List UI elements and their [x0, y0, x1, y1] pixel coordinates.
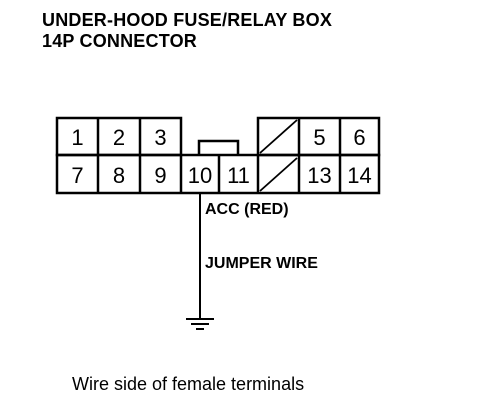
jumper-wire-label: JUMPER WIRE — [205, 255, 318, 272]
ground-symbol — [186, 318, 214, 330]
wire-color-label: ACC (RED) — [205, 201, 289, 218]
connector-housing — [55, 116, 381, 195]
pin-label: 14 — [347, 163, 371, 188]
view-caption: Wire side of female terminals — [72, 374, 305, 394]
pin-label: 6 — [353, 125, 365, 150]
pin-label: 11 — [227, 163, 250, 188]
blocked-cavities — [259, 119, 298, 192]
locking-tab — [197, 139, 240, 155]
pin-numbers: 1 2 3 5 6 7 8 9 10 11 13 14 — [71, 125, 371, 188]
diagram-title: UNDER-HOOD FUSE/RELAY BOX — [42, 10, 333, 30]
pin-label: 8 — [113, 163, 125, 188]
pin-label: 10 — [188, 163, 212, 188]
pin-label: 13 — [307, 163, 331, 188]
pin-label: 1 — [71, 125, 83, 150]
connector-subtitle: 14P CONNECTOR — [42, 31, 197, 51]
pin-label: 9 — [154, 163, 166, 188]
pin-label: 7 — [71, 163, 83, 188]
pin-label: 2 — [113, 125, 125, 150]
pin-label: 5 — [313, 125, 325, 150]
pin-label: 3 — [154, 125, 166, 150]
